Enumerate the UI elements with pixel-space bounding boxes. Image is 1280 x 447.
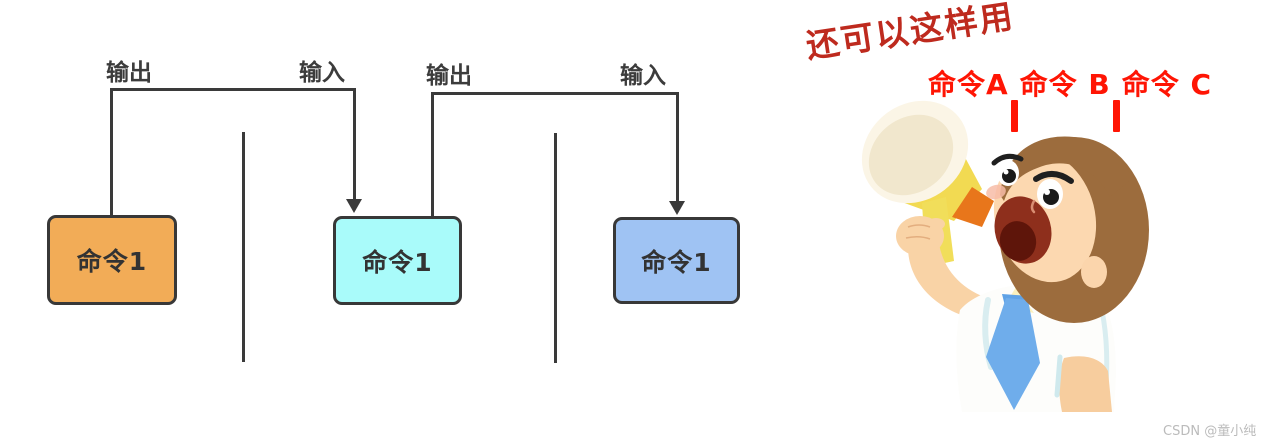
connector2-right-leg	[676, 92, 679, 202]
command-box-3-label: 命令1	[641, 247, 712, 277]
flow-label-input-1: 输入	[299, 60, 345, 86]
character-left-arm	[896, 216, 996, 318]
nose	[1030, 199, 1036, 214]
watermark: CSDN @童小纯	[1163, 424, 1257, 439]
pipeline-command-b: 命令 B	[1019, 68, 1111, 101]
eyebrows	[991, 153, 1074, 184]
character-right-arm	[1059, 356, 1112, 412]
command-box-1-label: 命令1	[76, 247, 148, 276]
pipeline-command-c: 命令 C	[1121, 68, 1213, 101]
annotation-headline: 还可以这样用	[803, 0, 1017, 66]
mouth	[994, 196, 1052, 264]
connector1-left-leg	[110, 88, 113, 216]
pipe-separator-icon: |	[1112, 100, 1120, 132]
command-box-2: 命令1	[333, 216, 462, 305]
cheek-blush	[986, 184, 1006, 200]
ear	[1081, 256, 1107, 288]
hair-fringe	[1000, 136, 1132, 201]
tie	[986, 294, 1040, 410]
command-box-3: 命令1	[613, 217, 740, 304]
flow-label-input-2: 输入	[620, 63, 666, 89]
connector1-horizontal	[110, 88, 356, 91]
command-box-2-label: 命令1	[362, 247, 433, 277]
megaphone-boy-illustration	[861, 100, 1149, 412]
pipe-separator-icon: |	[1010, 100, 1018, 132]
connector1-right-leg	[353, 88, 356, 200]
pipe-bar-2	[554, 133, 557, 363]
eyes	[997, 160, 1063, 209]
connector2-arrowhead-icon	[669, 201, 685, 215]
pipeline-command-a: 命令A	[928, 68, 1009, 101]
character-head	[986, 136, 1149, 323]
pipeline-expression: 命令A|命令 B|命令 C	[928, 63, 1212, 132]
megaphone-icon	[861, 100, 994, 267]
connector1-arrowhead-icon	[346, 199, 362, 213]
connector2-left-leg	[431, 92, 434, 217]
connector2-horizontal	[431, 92, 679, 95]
flow-label-output-1: 输出	[106, 60, 152, 86]
command-box-1: 命令1	[47, 215, 177, 305]
pipe-bar-1	[242, 132, 245, 362]
flow-label-output-2: 输出	[426, 63, 472, 89]
